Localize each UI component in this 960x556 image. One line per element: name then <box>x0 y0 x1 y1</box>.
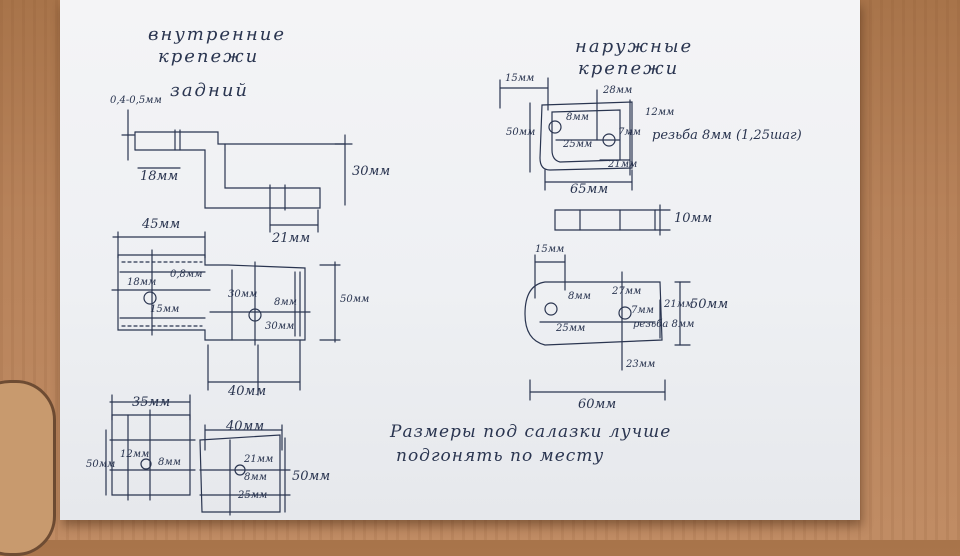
dim-outer-65: 65мм <box>570 182 609 197</box>
outer-heading-line1: наружные <box>575 36 694 57</box>
dim-t-40: 40мм <box>226 419 265 434</box>
dim-outer-7: 7мм <box>618 127 641 138</box>
dim-outer-12: 12мм <box>645 107 675 118</box>
bar-drawing <box>555 205 670 235</box>
dim-small-50: 50мм <box>86 459 116 470</box>
dim-plate-30b: 30мм <box>265 321 295 332</box>
inner-heading-line1: внутренние <box>148 24 286 45</box>
dim-plate-30a: 30мм <box>228 289 258 300</box>
dim-plate-40: 40мм <box>228 384 267 399</box>
rear-heading: задний <box>170 80 249 101</box>
note-line1: Размеры под салазки лучше <box>390 422 672 442</box>
dim-rear-30: 30мм <box>352 164 391 179</box>
chair-back <box>0 380 56 556</box>
outer-heading-line2: крепежи <box>578 58 680 79</box>
dim-small-35: 35мм <box>132 395 171 410</box>
dim-round-21: 21мм <box>664 299 694 310</box>
dim-outer-21: 21мм <box>608 159 638 170</box>
inner-plate-drawing <box>112 232 340 395</box>
dim-t-21: 21мм <box>244 454 274 465</box>
small-plate-drawing <box>106 395 195 500</box>
outer-bracket-drawing <box>500 78 632 190</box>
dim-t-8: 8мм <box>244 472 267 483</box>
dim-round-7: 7мм <box>631 305 654 316</box>
dim-outer-28: 28мм <box>603 85 633 96</box>
dim-rear-thickness: 0,4-0,5мм <box>110 95 162 106</box>
inner-heading-line2: крепежи <box>158 46 260 67</box>
round-thread-note: резьба 8мм <box>633 319 695 330</box>
dim-rear-18: 18мм <box>140 169 179 184</box>
outer-thread-note: резьба 8мм (1,25шаг) <box>652 128 802 143</box>
dim-rear-21: 21мм <box>272 231 311 246</box>
dim-plate-50: 50мм <box>340 294 370 305</box>
dim-small-12: 12мм <box>120 449 150 460</box>
dim-round-8: 8мм <box>568 291 591 302</box>
dim-t-50: 50мм <box>292 469 331 484</box>
dim-plate-45: 45мм <box>142 217 181 232</box>
dim-round-15: 15мм <box>535 244 565 255</box>
dim-outer-25: 25мм <box>563 139 593 150</box>
technical-sketch <box>0 0 960 540</box>
dim-plate-8: 8мм <box>274 297 297 308</box>
dim-outer-15: 15мм <box>505 73 535 84</box>
dim-bar-10: 10мм <box>674 211 713 226</box>
dim-plate-08: 0,8мм <box>170 269 203 280</box>
dim-t-25: 25мм <box>238 490 268 501</box>
dim-plate-18: 18мм <box>127 277 157 288</box>
dim-outer-50: 50мм <box>506 127 536 138</box>
dim-plate-15: 15мм <box>150 304 180 315</box>
dim-round-60: 60мм <box>578 397 617 412</box>
dim-round-50: 50мм <box>690 297 729 312</box>
dim-round-25: 25мм <box>556 323 586 334</box>
dim-outer-8: 8мм <box>566 112 589 123</box>
rear-bracket-drawing <box>122 110 352 232</box>
plate-40x50-drawing <box>200 425 290 515</box>
dim-round-23: 23мм <box>626 359 656 370</box>
rounded-plate-drawing <box>525 255 690 400</box>
note-line2: подгонять по месту <box>396 446 605 466</box>
paper-sheet <box>60 0 860 520</box>
dim-round-27: 27мм <box>612 286 642 297</box>
dim-small-8: 8мм <box>158 457 181 468</box>
